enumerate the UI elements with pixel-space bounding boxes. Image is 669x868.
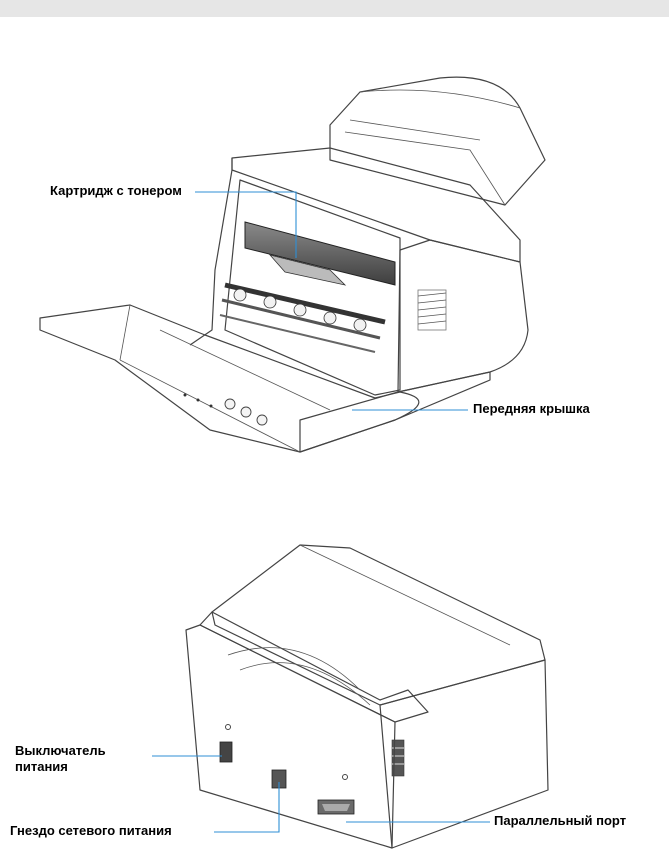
top-band [0,0,669,17]
rear-side-vents [391,739,405,777]
label-power-socket: Гнездо сетевого питания [10,823,172,838]
label-power-switch: Выключатель питания [15,743,106,775]
side-vents [417,289,447,331]
label-power-switch-line1: Выключатель [15,743,106,758]
control-panel-buttons [224,398,268,426]
printer-front-view [39,76,546,453]
label-power-switch-line2: питания [15,759,68,774]
label-toner-cartridge: Картридж с тонером [50,183,182,198]
label-front-cover: Передняя крышка [473,401,590,416]
label-parallel-port: Параллельный порт [494,813,627,828]
printer-rear-view [185,544,549,849]
power-switch [219,741,233,763]
callout-leaders [152,191,490,833]
